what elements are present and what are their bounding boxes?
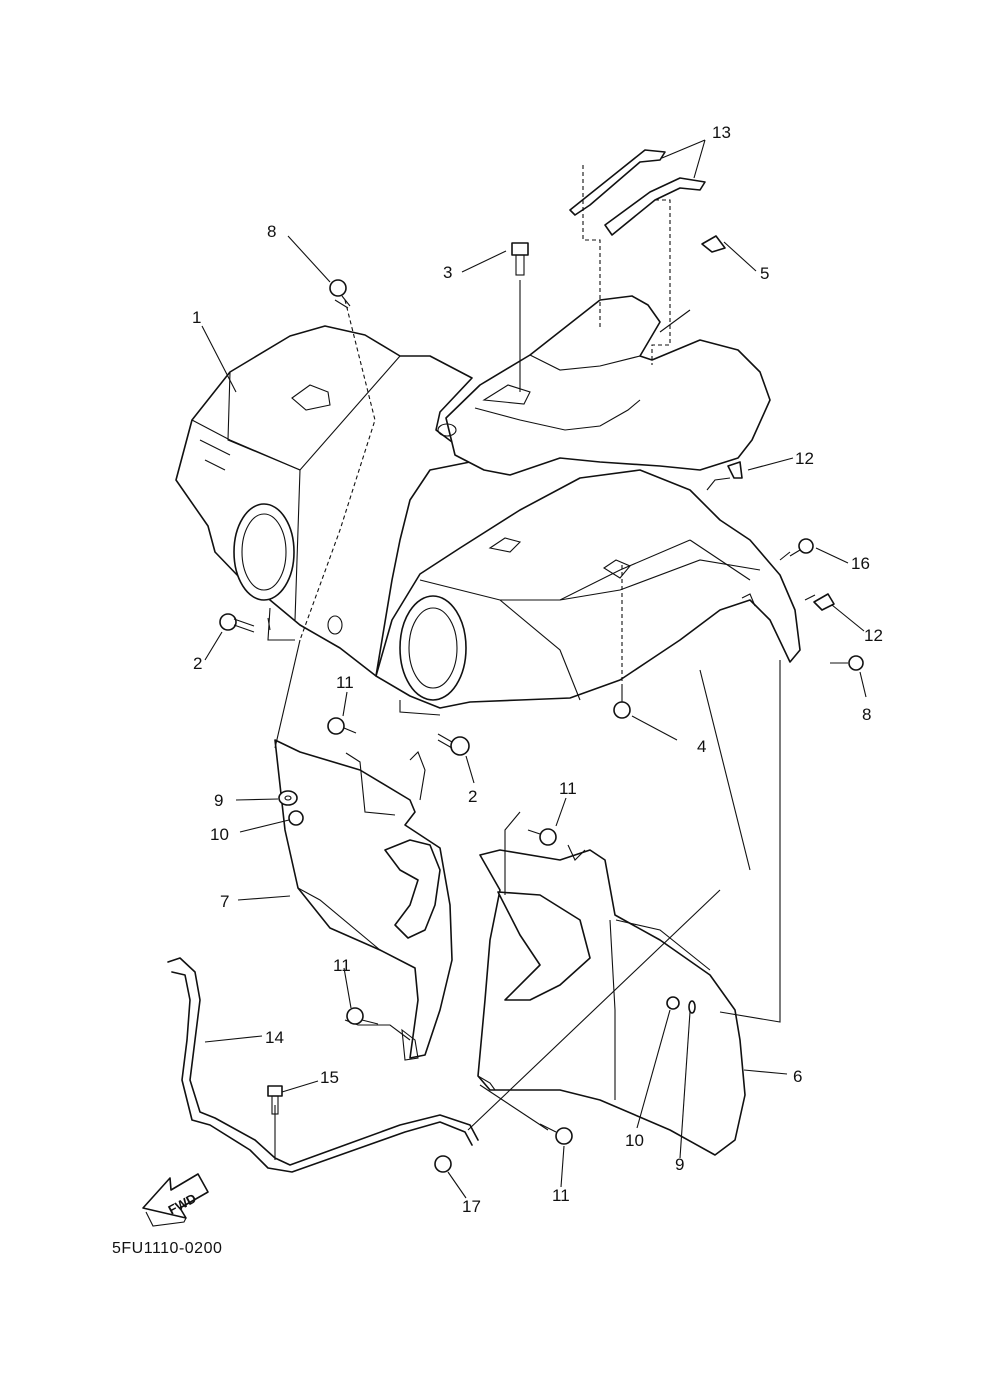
callout-11: 11 [336, 673, 354, 692]
bolt-icon [219, 613, 255, 633]
bolt-icon [437, 733, 470, 756]
callout-9: 9 [214, 791, 223, 810]
nut-icon [666, 996, 680, 1010]
trim-strips-part-13 [569, 149, 706, 365]
bolt-icon [511, 242, 529, 276]
fasteners [219, 235, 864, 1173]
callout-1: 1 [192, 308, 201, 327]
clip-icon [727, 461, 743, 479]
callout-17: 17 [462, 1197, 481, 1216]
clip-icon [813, 593, 835, 611]
clip-icon [701, 235, 726, 253]
bolt-icon [527, 828, 557, 846]
nut-icon [434, 1155, 452, 1173]
bolt-icon [327, 717, 357, 735]
bolt-icon [613, 688, 631, 719]
callout-14: 14 [265, 1028, 284, 1047]
callout-7: 7 [220, 892, 229, 911]
callout-8: 8 [862, 705, 871, 724]
callout-12: 12 [795, 449, 814, 468]
inner-panel-part-6 [477, 849, 746, 1156]
callout-11: 11 [333, 956, 351, 975]
bolt-icon [346, 1007, 379, 1025]
inner-panel-part-7 [274, 739, 453, 1061]
front-fender-part-1 [175, 295, 801, 709]
washer-icon [688, 1000, 696, 1014]
assembly-lines [267, 280, 816, 1160]
diagram-code: 5FU1110-0200 [112, 1240, 223, 1257]
forward-direction-arrow-icon: FWD [142, 1173, 209, 1227]
callout-6: 6 [793, 1067, 802, 1086]
callout-labels: 1 2 2 3 4 5 6 7 8 8 9 9 10 10 11 11 11 1… [192, 123, 883, 1216]
callout-10: 10 [625, 1131, 644, 1150]
bolt-icon [789, 538, 814, 557]
callout-10: 10 [210, 825, 229, 844]
nut-icon [288, 810, 304, 826]
callout-2: 2 [468, 787, 477, 806]
callout-2: 2 [193, 654, 202, 673]
callout-12: 12 [864, 626, 883, 645]
callout-11: 11 [552, 1186, 570, 1205]
callout-leaders [201, 139, 867, 1199]
callout-13: 13 [712, 123, 731, 142]
callout-15: 15 [320, 1068, 339, 1087]
callout-9: 9 [675, 1155, 684, 1174]
bolt-icon [267, 1085, 283, 1115]
callout-11: 11 [559, 779, 577, 798]
callout-16: 16 [851, 554, 870, 573]
bolt-icon [329, 279, 351, 309]
washer-icon [278, 790, 298, 806]
callout-8: 8 [267, 222, 276, 241]
stay-rod-part-14 [167, 957, 479, 1173]
callout-4: 4 [697, 737, 706, 756]
bolt-icon [830, 655, 864, 671]
bolt-icon [539, 1123, 573, 1145]
callout-5: 5 [760, 264, 769, 283]
callout-3: 3 [443, 263, 452, 282]
